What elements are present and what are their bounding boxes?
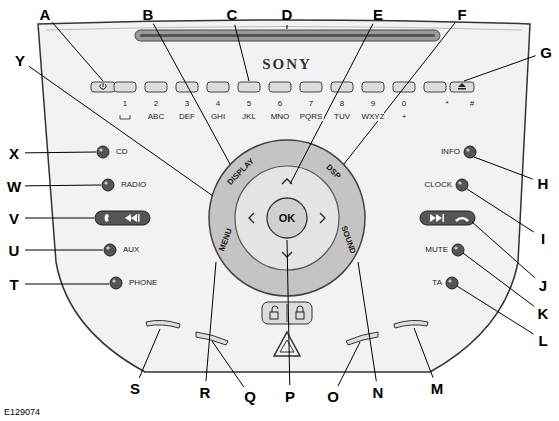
callout-letter: L	[538, 333, 547, 348]
leader-line	[338, 342, 360, 386]
button-label: TA	[432, 279, 442, 287]
leader-line	[463, 253, 534, 306]
callout-letter: W	[7, 179, 21, 194]
key-symbol: #	[469, 100, 475, 108]
key-number: 0	[401, 100, 407, 108]
key-letters: PQRS	[299, 113, 324, 121]
callout-letter: Y	[15, 53, 25, 68]
callout-letter: E	[373, 7, 383, 22]
callout-letter: C	[227, 7, 238, 22]
cd-slot	[135, 30, 440, 41]
key-letters: DEF	[178, 113, 196, 121]
leader-line	[290, 24, 373, 184]
key-letters: WXYZ	[360, 113, 385, 121]
key-letters: JKL	[241, 113, 257, 121]
eject-icon	[458, 83, 466, 90]
leader-line	[206, 262, 216, 381]
callout-letter: G	[540, 45, 552, 60]
leader-line	[467, 189, 534, 232]
leader-line	[235, 25, 249, 81]
callout-letter: B	[143, 7, 154, 22]
leader-line	[153, 24, 230, 164]
hazard-button	[274, 332, 300, 356]
key-number: 4	[215, 100, 221, 108]
button-label: RADIO	[121, 181, 146, 189]
leader-line	[287, 240, 290, 385]
key-letters: TUV	[333, 113, 351, 121]
leader-line	[25, 284, 109, 285]
callout-letter: R	[200, 385, 211, 400]
leader-line	[472, 222, 535, 278]
button-label: PHONE	[129, 279, 157, 287]
callout-letter: V	[9, 211, 19, 226]
leader-line	[344, 23, 455, 164]
callout-letter: J	[539, 278, 547, 293]
control-dial	[209, 140, 365, 296]
phone-seek-buttons	[95, 211, 475, 225]
ok-button: OK	[266, 197, 308, 239]
lock-buttons	[262, 302, 312, 324]
leader-lines	[25, 22, 536, 387]
leader-line	[25, 152, 96, 154]
callout-letter: X	[9, 146, 19, 161]
figure-code: E129074	[4, 408, 40, 417]
leader-line	[287, 25, 288, 29]
callout-letter: N	[373, 385, 384, 400]
button-label: INFO	[441, 148, 460, 156]
button-label: MUTE	[425, 246, 448, 254]
callout-letter: T	[9, 277, 18, 292]
button-label: AUX	[123, 246, 139, 254]
key-number: 9	[370, 100, 376, 108]
button-label: CD	[116, 148, 128, 156]
leader-line	[474, 157, 533, 179]
key-number: 7	[308, 100, 314, 108]
callout-letter: H	[538, 176, 549, 191]
key-number: 2	[153, 100, 159, 108]
key-letters: MNO	[270, 113, 291, 121]
button-label: CLOCK	[424, 181, 452, 189]
leader-line	[139, 329, 160, 378]
key-number: 6	[277, 100, 283, 108]
callout-letter: A	[40, 7, 51, 22]
leader-line	[464, 56, 536, 81]
button-text: OK	[279, 212, 296, 224]
callout-letter: O	[327, 389, 339, 404]
leader-line	[29, 66, 213, 196]
leader-line	[212, 341, 244, 387]
callout-letter: F	[457, 7, 466, 22]
leader-line	[52, 22, 103, 81]
key-symbol: *	[444, 100, 449, 108]
callout-letter: Q	[244, 389, 256, 404]
leader-line	[414, 328, 433, 378]
callout-letter: K	[538, 306, 549, 321]
power-icon	[100, 83, 106, 89]
key-number: 3	[184, 100, 190, 108]
callout-letter: D	[282, 7, 293, 22]
space-symbol	[120, 115, 130, 119]
leader-line	[358, 262, 376, 381]
brand-logo: SONY	[262, 57, 312, 72]
key-number: 1	[122, 100, 128, 108]
key-letters: +	[401, 113, 408, 121]
key-letters: GHI	[210, 113, 226, 121]
callout-letter: S	[130, 381, 140, 396]
leader-line	[25, 218, 94, 219]
top-buttons	[91, 82, 474, 92]
callout-letter: U	[9, 243, 20, 258]
round-buttons	[97, 146, 476, 289]
leader-line	[25, 185, 101, 187]
key-number: 5	[246, 100, 252, 108]
callout-letter: I	[541, 231, 545, 246]
key-number: 8	[339, 100, 345, 108]
leader-line	[457, 286, 534, 334]
panel	[38, 20, 530, 372]
callout-letter: M	[431, 381, 444, 396]
key-letters: ABC	[147, 113, 165, 121]
callout-letter: P	[285, 389, 295, 404]
leader-line	[25, 250, 103, 251]
